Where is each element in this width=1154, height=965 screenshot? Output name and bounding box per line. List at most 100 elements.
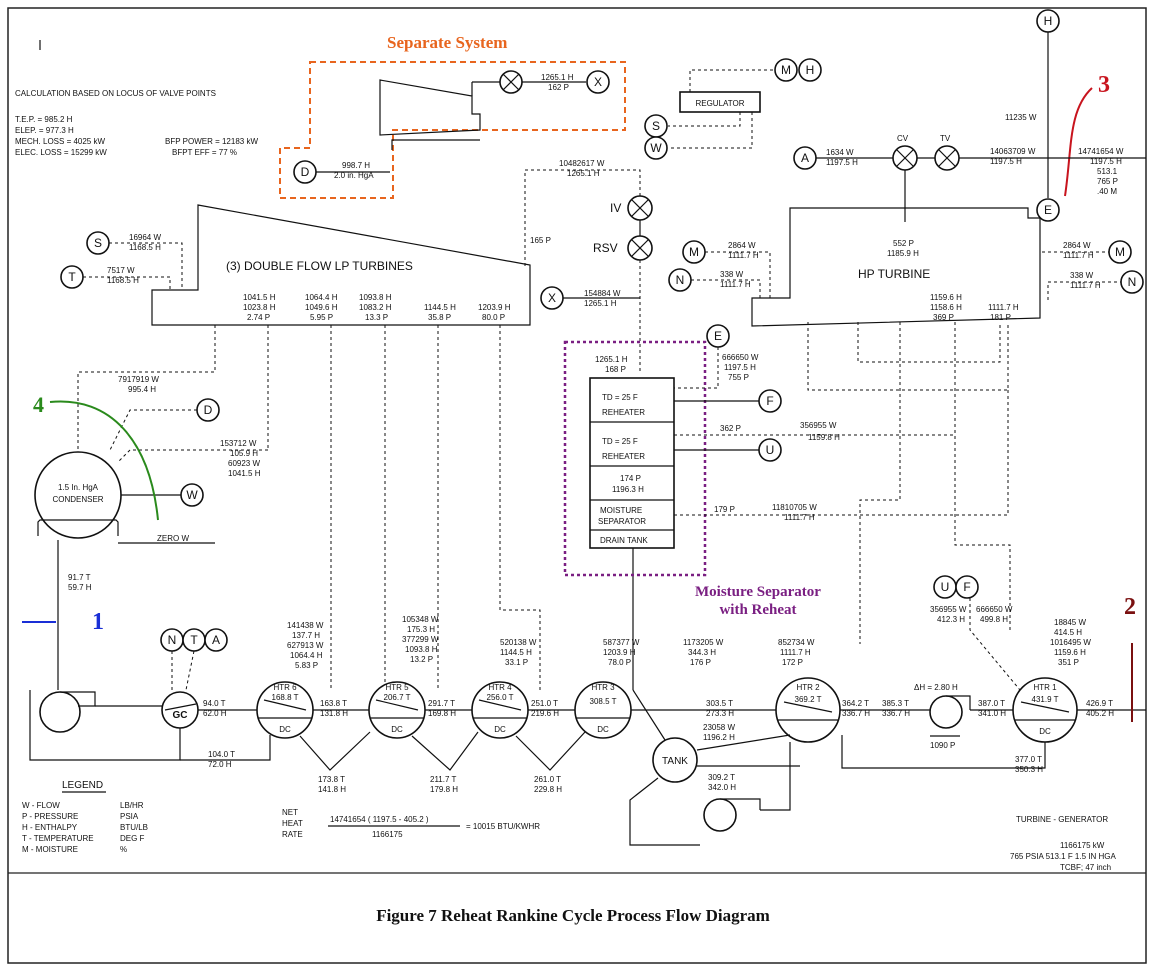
lp-ext-4-b: 35.8 P — [428, 313, 451, 322]
h1a-2: 414.5 H — [1054, 628, 1082, 637]
f4: 169.8 H — [428, 709, 456, 718]
d1a: 377.0 T — [1015, 755, 1042, 764]
h1a-3: 1016495 W — [1050, 638, 1091, 647]
h2a-1: 852734 W — [778, 638, 815, 647]
zero-w: ZERO W — [157, 534, 189, 543]
generator-tcbf: TCBF; 47 inch — [1060, 863, 1111, 872]
t-h: 1168.5 H — [107, 276, 139, 285]
htr3-dc: DC — [597, 725, 609, 734]
st-p: 765 P — [1097, 177, 1118, 186]
node-d-cond-label: D — [204, 403, 213, 417]
h5a-2: 175.3 H — [407, 625, 435, 634]
tk2a: 23058 W — [703, 723, 735, 732]
node-n-right-label: N — [1128, 275, 1137, 289]
h-w: 11235 W — [1005, 113, 1037, 122]
h1a-4: 1159.6 H — [1054, 648, 1086, 657]
d5a: 211.7 T — [430, 775, 457, 784]
node-x-top-label: X — [594, 75, 602, 89]
lp-ext-3-c: 13.3 P — [365, 313, 388, 322]
lp-ext-2-a: 1064.4 H — [305, 293, 338, 302]
uf-4: 499.8 H — [980, 615, 1008, 624]
htr5-dc: DC — [391, 725, 403, 734]
e-p: 755 P — [728, 373, 749, 382]
htr5-label: HTR 5 — [385, 683, 409, 692]
annotation-4: 4 — [33, 392, 44, 417]
n-right-h: 1111.7 H — [1070, 281, 1101, 290]
moisture-label-2: SEPARATOR — [598, 517, 646, 526]
heater-4: HTR 4 256.0 T DC — [472, 682, 528, 738]
hp-x3: 369 P — [933, 313, 954, 322]
hp-p: 552 P — [893, 239, 914, 248]
h3a-1: 587377 W — [603, 638, 640, 647]
td-2: TD = 25 F — [602, 437, 638, 446]
h5a-5: 13.2 P — [410, 655, 433, 664]
node-t-lp-label: T — [68, 270, 76, 284]
heater-5: HTR 5 206.7 T DC — [369, 682, 425, 738]
bfpt-eff: BFPT EFF = 77 % — [172, 148, 237, 157]
d6a: 173.8 T — [318, 775, 345, 784]
node-h-right-label: H — [1044, 14, 1053, 28]
bfp-power: BFP POWER = 12183 kW — [165, 137, 258, 146]
gc-t: 94.0 T — [203, 699, 226, 708]
legend-5-a: M - MOISTURE — [22, 845, 78, 854]
hp-x2: 1158.6 H — [930, 303, 962, 312]
tk3a: 309.2 T — [708, 773, 735, 782]
rh-h: 1265.1 H — [595, 355, 628, 364]
tk-3: 176 P — [690, 658, 711, 667]
rsv-valve-icon — [628, 236, 652, 260]
gc-label: GC — [173, 710, 188, 721]
n-left-h: 1111.7 H — [720, 280, 751, 289]
c-h2: 105.9 H — [230, 449, 258, 458]
st-w: 14741654 W — [1078, 147, 1124, 156]
e-w: 666650 W — [722, 353, 759, 362]
cv-valve-icon — [893, 146, 917, 170]
lp-ext-4-a: 1144.5 H — [424, 303, 456, 312]
legend-3-b: BTU/LB — [120, 823, 148, 832]
d6b: 141.8 H — [318, 785, 346, 794]
tk3b: 342.0 H — [708, 783, 736, 792]
hp-x4: 1111.7 H — [988, 303, 1019, 312]
uf-1: 356955 W — [930, 605, 967, 614]
moisture-sep-label-1: Moisture Separator — [695, 584, 821, 600]
sep-p: 162 P — [548, 83, 569, 92]
h5a-1: 105348 W — [402, 615, 439, 624]
gc-h: 62.0 H — [203, 709, 227, 718]
annotation-1: 1 — [92, 609, 104, 635]
c-w3: 60923 W — [228, 459, 260, 468]
b-t: 104.0 T — [208, 750, 235, 759]
node-f-msr-label: F — [766, 394, 773, 408]
cv-label: CV — [897, 134, 909, 143]
figure-caption: Figure 7 Reheat Rankine Cycle Process Fl… — [376, 906, 770, 925]
h6a-1: 141438 W — [287, 621, 324, 630]
b-h: 72.0 H — [208, 760, 232, 769]
heater-3: HTR 3 308.5 T DC — [575, 682, 631, 738]
d5b: 179.8 H — [430, 785, 458, 794]
rh-p: 168 P — [605, 365, 626, 374]
htr3-temp: 308.5 T — [590, 697, 617, 706]
node-w-reg-label: W — [650, 141, 662, 155]
s-h: 1168.5 H — [129, 243, 161, 252]
h1a-1: 18845 W — [1054, 618, 1086, 627]
h6a-4: 1064.4 H — [290, 651, 323, 660]
calc-line-mech-loss: MECH. LOSS = 4025 kW — [15, 137, 105, 146]
calc-title: CALCULATION BASED ON LOCUS OF VALVE POIN… — [15, 89, 216, 98]
node-s-reg-label: S — [652, 119, 660, 133]
node-u-htr-label: U — [941, 580, 950, 594]
r1111: 1111.7 H — [784, 513, 815, 522]
lp-ext-5-b: 80.0 P — [482, 313, 505, 322]
hp-h: 1185.9 H — [887, 249, 919, 258]
node-u-msr-label: U — [766, 443, 775, 457]
iv-label: IV — [610, 201, 621, 215]
f15: 426.9 T — [1086, 699, 1113, 708]
node-s-lp-label: S — [94, 236, 102, 250]
h5a-4: 1093.8 H — [405, 645, 438, 654]
node-m-right-label: M — [1115, 245, 1125, 259]
htr3-label: HTR 3 — [591, 683, 615, 692]
lp-ext-1-c: 2.74 P — [247, 313, 270, 322]
f11: 385.3 T — [882, 699, 909, 708]
heat-rate-rate: RATE — [282, 830, 303, 839]
hp-in-w: 14063709 W — [990, 147, 1036, 156]
h3a-3: 78.0 P — [608, 658, 631, 667]
p165: 165 P — [530, 236, 551, 245]
f13: 387.0 T — [978, 699, 1005, 708]
